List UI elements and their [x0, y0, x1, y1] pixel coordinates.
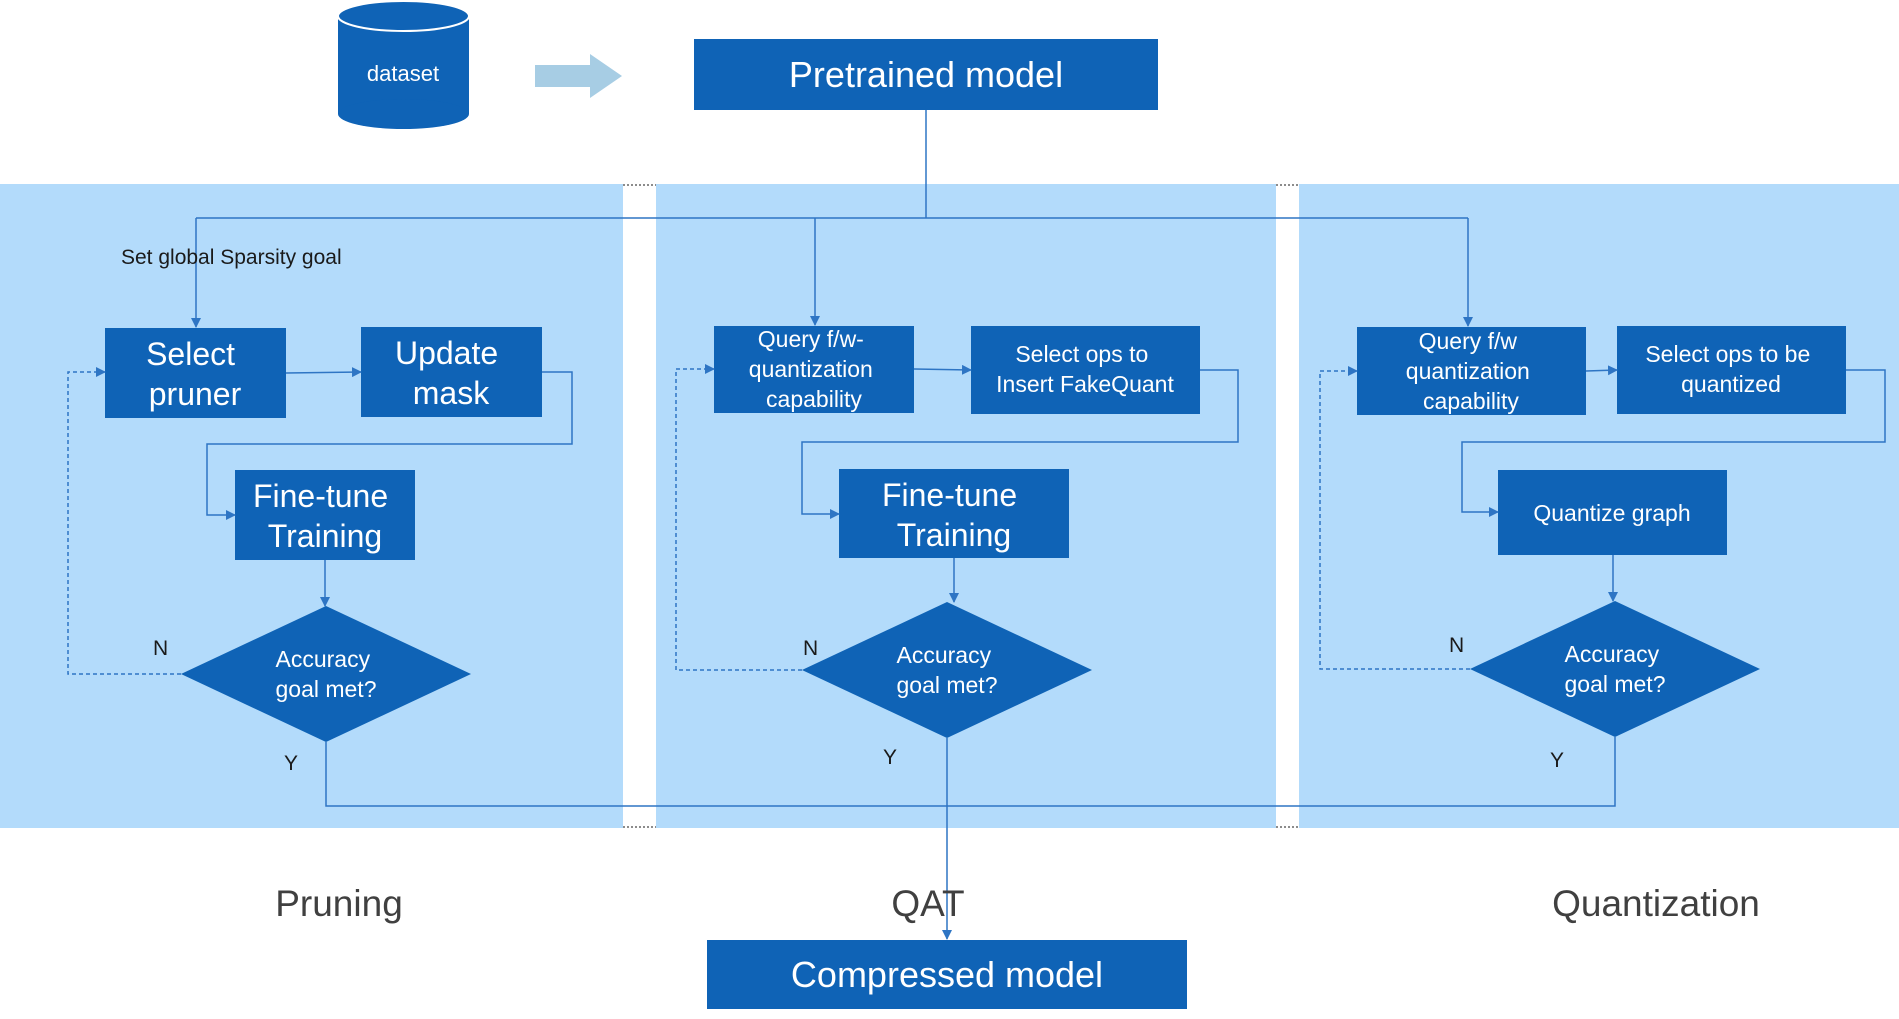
- select-pruner-box: [105, 328, 286, 418]
- quant-select-ops-label: Select ops to be quantized: [1645, 341, 1816, 397]
- pruning-accuracy-diamond: [181, 606, 471, 742]
- dataset-label: dataset: [367, 61, 439, 86]
- quantization-section-label: Quantization: [1552, 883, 1760, 924]
- quantization-connectors: [1461, 365, 1886, 602]
- qat-finetune-box: [839, 469, 1069, 558]
- pretrained-model-label: Pretrained model: [789, 54, 1063, 95]
- update-mask-box: [361, 327, 542, 417]
- pruning-connectors: [206, 367, 1616, 807]
- qat-yes-label: Y: [883, 746, 897, 769]
- qat-select-ops-label: Select ops to Insert FakeQuant: [996, 341, 1174, 397]
- pruning-section-label: Pruning: [275, 883, 403, 924]
- quant-select-ops-box: [1617, 326, 1846, 414]
- qat-connectors: [801, 364, 1239, 940]
- select-pruner-label: Select pruner: [146, 336, 244, 412]
- qat-section-label: QAT: [891, 883, 964, 924]
- qat-finetune-label: Fine-tune Training: [882, 477, 1026, 553]
- quantize-graph-box: [1498, 470, 1727, 555]
- compressed-model-label: Compressed model: [791, 954, 1103, 995]
- qat-retry-connector: [675, 364, 802, 671]
- sparsity-goal-label: Set global Sparsity goal: [121, 246, 342, 269]
- pruning-yes-label: Y: [284, 752, 298, 775]
- quant-query-label: Query f/w quantization capability: [1406, 328, 1536, 414]
- distribution-connector: [191, 110, 1473, 328]
- qat-query-label: Query f/w- quantization capability: [749, 326, 879, 412]
- compressed-model-box: [707, 940, 1187, 1009]
- dataset-cylinder-icon: [337, 0, 470, 129]
- qat-select-ops-box: [971, 326, 1200, 414]
- quant-yes-label: Y: [1550, 749, 1564, 772]
- update-mask-label: Update mask: [395, 335, 507, 411]
- quant-accuracy-diamond: [1470, 601, 1760, 737]
- quant-no-label: N: [1449, 634, 1464, 657]
- pretrained-model-box: [694, 39, 1158, 110]
- qat-accuracy-label: Accuracy goal met?: [896, 642, 997, 698]
- pruning-finetune-box: [235, 470, 415, 560]
- quant-accuracy-label: Accuracy goal met?: [1564, 641, 1665, 697]
- pruning-accuracy-label: Accuracy goal met?: [275, 646, 376, 702]
- light-arrow-icon: [535, 54, 622, 98]
- quant-query-box: [1357, 327, 1586, 415]
- qat-accuracy-diamond: [802, 602, 1092, 738]
- pruning-retry-connector: [67, 367, 181, 675]
- pruning-no-label: N: [153, 637, 168, 660]
- qat-no-label: N: [803, 637, 818, 660]
- pruning-finetune-label: Fine-tune Training: [253, 478, 397, 554]
- quantize-graph-label: Quantize graph: [1533, 500, 1690, 526]
- qat-query-box: [714, 326, 914, 413]
